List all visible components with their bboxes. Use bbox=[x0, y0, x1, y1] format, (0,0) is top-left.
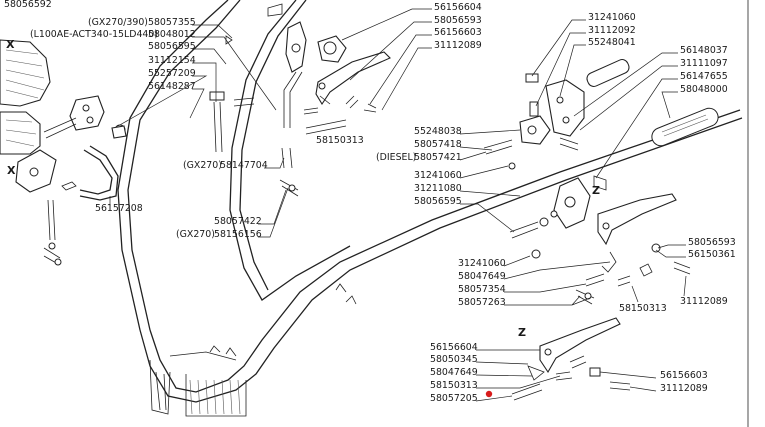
part-label-58057205: 58057205 bbox=[430, 393, 478, 404]
part-label-31211080: 31211080 bbox=[414, 183, 462, 194]
part-label-z1: Z bbox=[592, 184, 600, 197]
part-label-56156604a: 56156604 bbox=[434, 2, 482, 13]
part-label-58056593b: 58056593 bbox=[688, 237, 736, 248]
part-label-58056592: 58056592 bbox=[4, 0, 52, 10]
part-label-58056595b: 58056595 bbox=[414, 196, 462, 207]
part-label-58150313b: 58150313 bbox=[619, 303, 667, 314]
part-label-56156604b: 56156604 bbox=[430, 342, 478, 353]
part-label-56150361: 56150361 bbox=[688, 249, 736, 260]
part-label-56156603a: 56156603 bbox=[434, 27, 482, 38]
part-label-58057421: 58057421 bbox=[414, 152, 462, 163]
part-label-31112089b: 31112089 bbox=[680, 296, 728, 307]
part-label-58057418: 58057418 bbox=[414, 139, 462, 150]
part-label-56148287: 56148287 bbox=[148, 81, 196, 92]
part-label-31112089c: 31112089 bbox=[660, 383, 708, 394]
part-label-55257209: 55257209 bbox=[148, 68, 196, 79]
part-label-58050345: 58050345 bbox=[430, 354, 478, 365]
part-label-x1: X bbox=[6, 38, 15, 51]
part-label-56148037: 56148037 bbox=[680, 45, 728, 56]
part-label-58150313a: 58150313 bbox=[316, 135, 364, 146]
part-label-58047649a: 58047649 bbox=[458, 271, 506, 282]
part-label-58057354: 58057354 bbox=[458, 284, 506, 295]
part-label-gx270b: (GX270) bbox=[176, 229, 215, 240]
part-label-x2: X bbox=[7, 164, 16, 177]
part-label-58048012: 58048012 bbox=[148, 29, 196, 40]
leader-lines bbox=[109, 8, 687, 402]
part-label-31112092: 31112092 bbox=[588, 25, 636, 36]
throttle-lever-group bbox=[209, 3, 391, 197]
part-label-58048000: 58048000 bbox=[680, 84, 728, 95]
part-label-58150313c: 58150313 bbox=[430, 380, 478, 391]
lower-bracket bbox=[149, 283, 357, 417]
part-label-gx270-390: (GX270/390) bbox=[88, 17, 148, 28]
part-label-58156156: 58156156 bbox=[214, 229, 262, 240]
part-label-31112154: 31112154 bbox=[148, 55, 196, 66]
part-label-55248038: 55248038 bbox=[414, 126, 462, 137]
part-label-58056595a: 58056595 bbox=[148, 41, 196, 52]
part-label-31241060b: 31241060 bbox=[414, 170, 462, 181]
part-label-l100ae: (L100AE-ACT340-15LD440) bbox=[30, 29, 158, 40]
part-label-58047649b: 58047649 bbox=[430, 367, 478, 378]
part-label-z2: Z bbox=[518, 326, 526, 339]
part-number-labels: 58056592 (GX270/390)(L100AE-ACT340-15LD44… bbox=[4, 0, 736, 404]
part-label-diesel: (DIESEL) bbox=[376, 152, 416, 163]
part-label-55248041: 55248041 bbox=[588, 37, 636, 48]
part-label-58147704: 58147704 bbox=[220, 160, 268, 171]
highlight-marker bbox=[485, 390, 493, 398]
part-label-58057263: 58057263 bbox=[458, 297, 506, 308]
part-label-58056593a: 58056593 bbox=[434, 15, 482, 26]
part-label-31241060c: 31241060 bbox=[458, 258, 506, 269]
engine-cover-detail bbox=[0, 39, 127, 266]
part-label-31112089a: 31112089 bbox=[434, 40, 482, 51]
part-label-56156603b: 56156603 bbox=[660, 370, 708, 381]
part-label-31111097: 31111097 bbox=[680, 58, 728, 69]
clutch-lever-group bbox=[509, 177, 691, 305]
brake-lever-group bbox=[511, 317, 631, 401]
part-label-31241060a: 31241060 bbox=[588, 12, 636, 23]
part-label-58057422: 58057422 bbox=[214, 216, 262, 227]
part-label-56147655: 56147655 bbox=[680, 71, 728, 82]
part-label-56157208: 56157208 bbox=[95, 203, 143, 214]
part-label-58057355: 58057355 bbox=[148, 17, 196, 28]
clamp-bracket-group bbox=[483, 59, 630, 191]
handlebar-frame bbox=[117, 0, 743, 403]
part-label-gx270a: (GX270) bbox=[183, 160, 222, 171]
